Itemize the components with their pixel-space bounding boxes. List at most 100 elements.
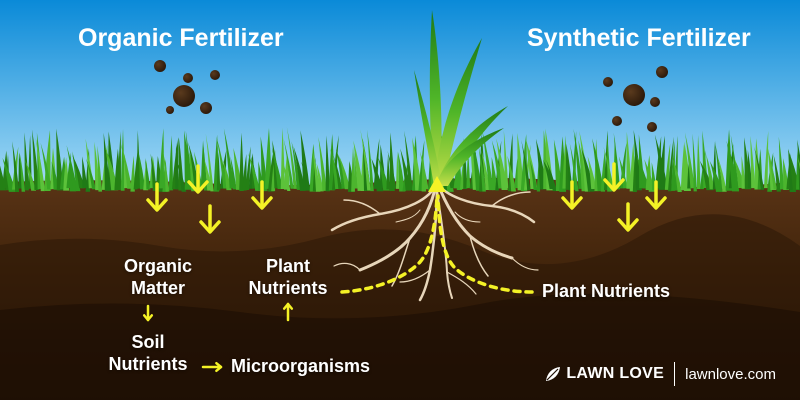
grass-blade [478,145,487,192]
grass-blade [750,135,756,189]
grass-blade [466,151,471,189]
grass-blade [573,128,583,189]
down-arrow [645,180,667,210]
uptake-path-organic [340,194,439,294]
grass-blade [150,153,157,191]
down-arrow [199,204,221,234]
grass-blade [312,150,321,192]
grass-blade [692,133,697,192]
down-arrow [603,162,625,192]
grass-blade [668,136,674,192]
grass-blade [764,130,769,189]
grass-blade [386,154,391,190]
organic-title: Organic Fertilizer [78,24,284,52]
grass-blade [316,163,324,192]
pellet [166,106,174,114]
grass-blade [19,151,26,192]
grass-blade [418,140,425,192]
arrow-soil-to-microorganisms [201,361,223,373]
grass-blade [72,154,85,189]
down-arrow [146,182,168,212]
grass-blade [24,132,29,191]
grass-blade [271,148,283,189]
grass-blade [66,145,78,190]
grass-blade [159,128,165,189]
grass-blade [404,130,413,191]
grass-blade [293,146,306,191]
grass-blade [120,129,125,191]
leaf-icon [546,367,561,381]
grass-blade [730,134,740,192]
lawn-love-logo: LAWN LOVE lawnlove.com [544,362,776,386]
arrow-matter-to-soil [142,304,154,322]
down-arrow [251,180,273,210]
grass-blade [339,155,351,190]
grass-blade [85,158,96,190]
grass-blade [2,157,16,192]
grass-blade [507,155,517,192]
grass-blade [286,126,297,189]
grass-blade [387,150,397,189]
label-organic-matter: Organic Matter [123,256,193,298]
grass-blade [300,130,310,191]
grass-blade [562,135,567,189]
grass-blade [654,134,668,190]
pellet [154,60,166,72]
grass-blade [773,154,782,192]
pellet [200,102,212,114]
grass-blade [521,139,531,191]
grass-blade [636,154,650,189]
grass-blade [481,150,491,191]
grass-blade [618,156,628,189]
pellet [612,116,622,126]
pellet [656,66,668,78]
grass-blade [333,155,343,190]
grass-blade [283,138,294,189]
grass-blade [105,147,119,191]
grass-blade [136,130,141,189]
grass-blade [587,156,597,190]
grass-blade [655,136,662,189]
grass-blade [696,134,701,190]
blade [414,70,442,186]
grass-blade [797,139,800,191]
grass-blade [351,146,355,192]
sky [0,0,800,190]
plant-roots [330,182,539,302]
grass-blade [603,146,615,192]
synthetic-pellets [603,66,668,132]
grass-blade [546,159,557,192]
grass-blade [569,142,579,192]
grass-blade [145,157,151,190]
grass-blade [301,161,311,191]
pellet [650,97,660,107]
grass-blade [117,131,122,190]
grass-blade [24,159,37,191]
pellet [183,73,193,83]
soil [0,177,800,400]
label-microorganisms: Microorganisms [231,356,371,376]
nutrient-arrows [142,162,667,373]
grass-blade [419,151,429,190]
uptake-arrowhead [428,176,446,192]
uptake-path-synthetic [436,194,534,294]
grass-blade [223,128,235,189]
grass-blade [230,156,237,190]
grass-blade [325,135,330,192]
grass-blade [481,129,494,191]
grass-blade [353,140,364,191]
grass-blade [176,160,187,192]
down-arrow [617,202,639,232]
grass-blade [778,136,785,190]
grass-blade [97,145,103,192]
grass-blade [626,131,632,189]
grass-blade [718,157,727,192]
grass-blade [168,135,174,191]
grass-blade [282,159,291,191]
pellet [603,77,613,87]
label-plant-nutrients-organic: Plant Nutrients [248,256,328,298]
grass-blade [12,141,20,192]
grass-blade [664,143,671,190]
grass-blade [239,132,244,191]
